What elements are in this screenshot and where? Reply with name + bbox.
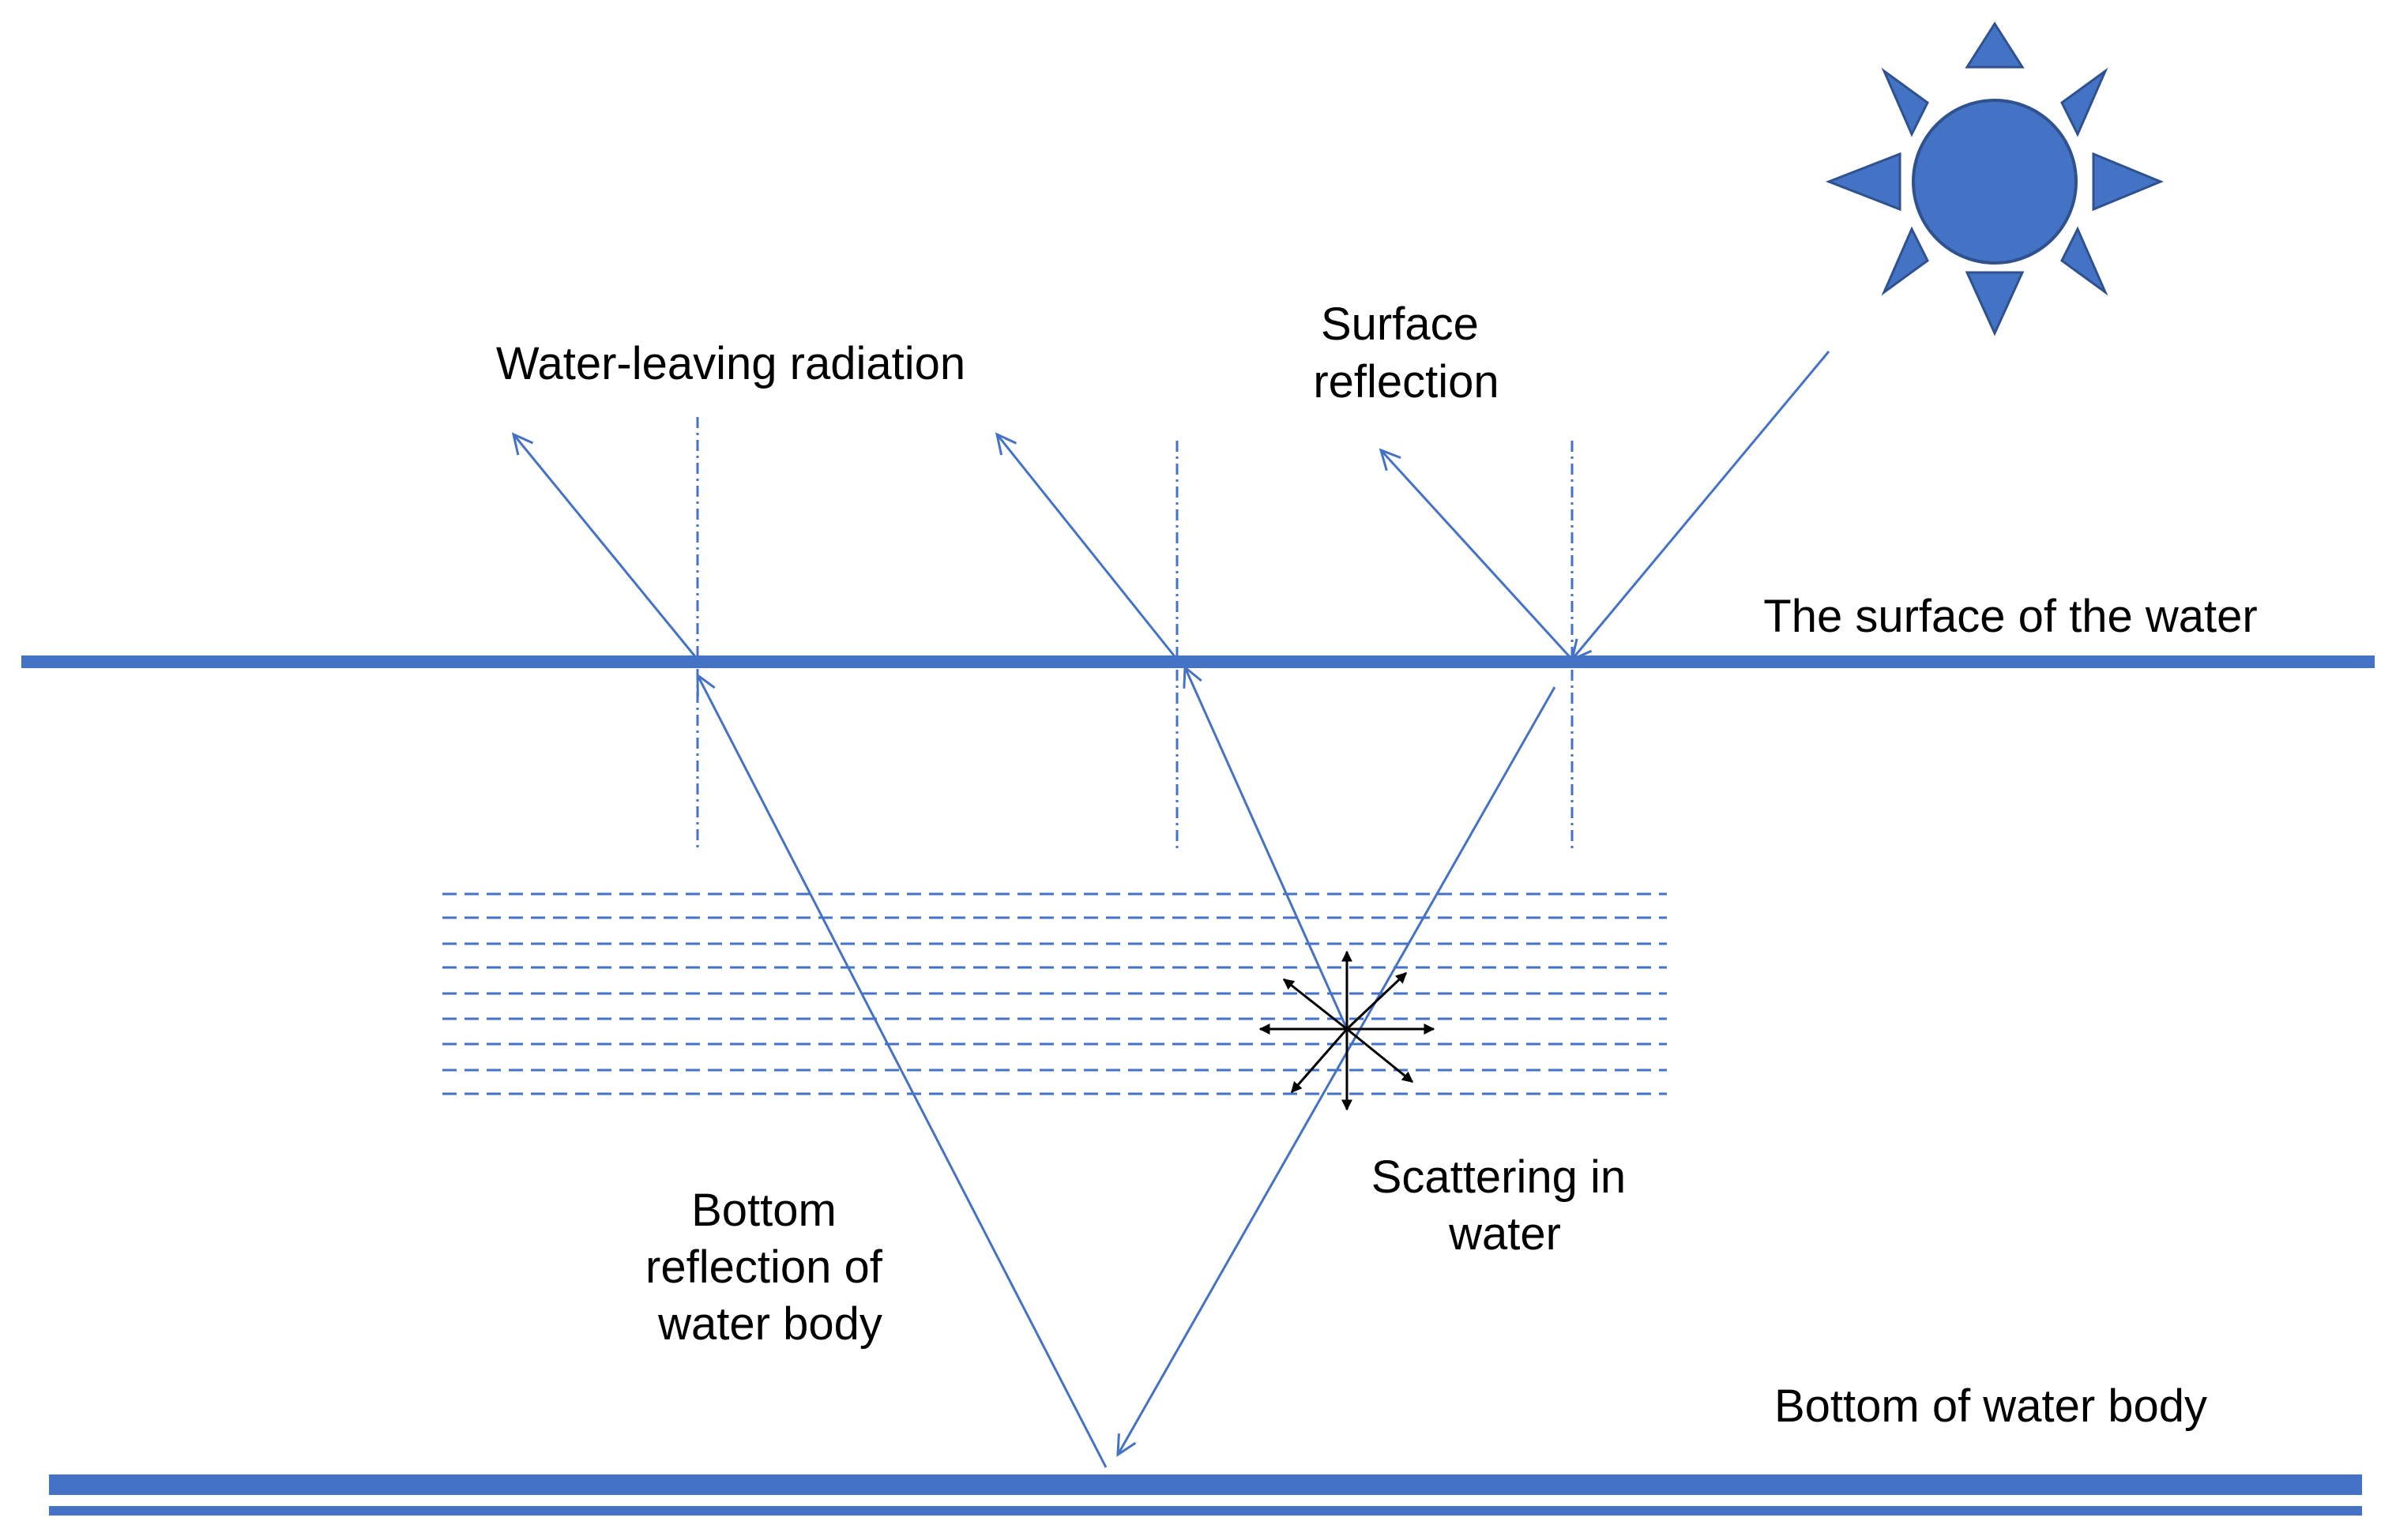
surface-reflection-label: Surface reflection [1313, 299, 1499, 408]
water-leaving-ray-middle [997, 434, 1179, 660]
light-rays [513, 351, 1830, 1468]
sun-icon [1825, 21, 2164, 336]
scatter-star-icon [1258, 950, 1435, 1111]
water-leaving-ray-left [513, 434, 699, 660]
water-leaving-radiation-label: Water-leaving radiation [496, 338, 965, 389]
scatter-ray-up [1185, 667, 1348, 1030]
scattering-layer [442, 892, 1667, 1095]
bottom-reflection-ray-up [698, 675, 1108, 1468]
surface-reflection-ray [1381, 450, 1574, 661]
water-surface-label: The surface of the water [1763, 591, 2257, 642]
surface-normal-lines [696, 417, 1574, 849]
scattering-in-water-label: Scattering in water [1371, 1151, 1639, 1260]
incident-sunlight-ray [1572, 351, 1830, 659]
water-bottom-label: Bottom of water body [1774, 1380, 2207, 1432]
refracted-ray-to-bottom [1118, 686, 1556, 1455]
bottom-reflection-label: Bottom reflection of water body [645, 1185, 895, 1350]
